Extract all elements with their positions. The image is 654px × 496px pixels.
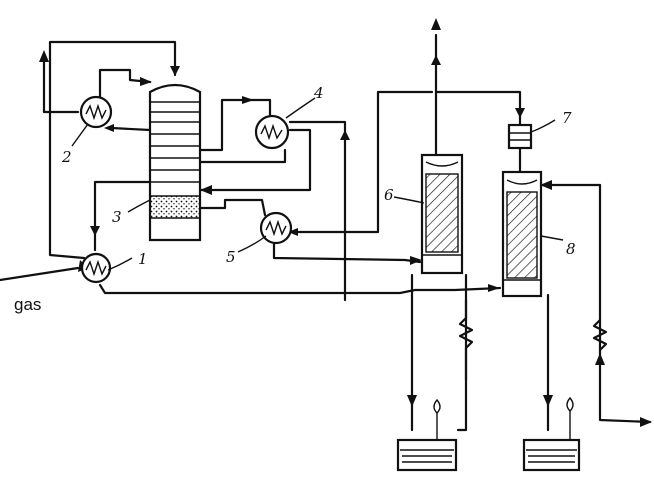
label-1: 1: [138, 250, 148, 268]
label-5: 5: [226, 248, 236, 266]
heater-coils: [458, 316, 608, 382]
unit-7: [507, 123, 533, 150]
label-4: 4: [313, 84, 324, 102]
label-6: 6: [384, 186, 394, 204]
heat-exchanger-5: [259, 211, 293, 245]
collection-tank-right: [522, 396, 581, 472]
heat-exchanger-4: [254, 114, 290, 150]
label-leaders: [71, 97, 564, 271]
heat-exchanger-2: [79, 95, 113, 129]
column-3: [148, 83, 202, 242]
gas-inlet-label: gas: [14, 295, 41, 314]
heat-exchanger-1: [80, 252, 112, 284]
label-8: 8: [566, 240, 576, 258]
label-2: 2: [61, 148, 72, 166]
label-3: 3: [112, 208, 122, 226]
collection-tank-left: [396, 398, 458, 472]
label-7: 7: [562, 109, 572, 127]
packed-column-6: [420, 153, 464, 275]
packed-column-8: [501, 170, 543, 298]
